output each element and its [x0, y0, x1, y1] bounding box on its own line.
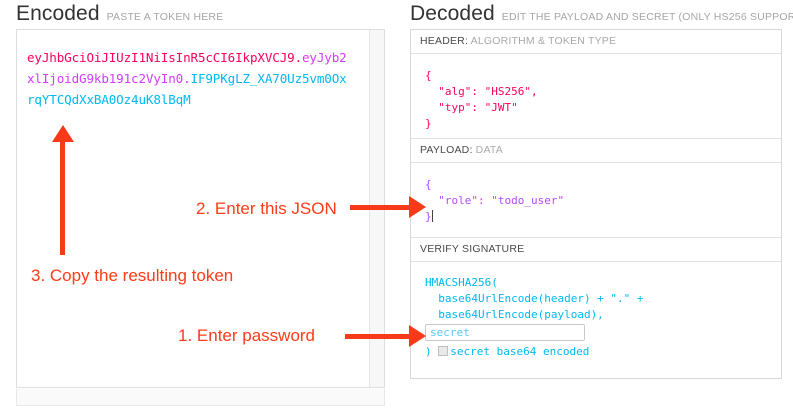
decoded-title: Decoded: [410, 2, 495, 25]
annotation-step-2: 2. Enter this JSON: [196, 199, 337, 218]
signature-section-label-key: VERIFY SIGNATURE: [420, 243, 525, 255]
header-section-label-desc: ALGORITHM & TOKEN TYPE: [468, 35, 617, 47]
encoded-subtitle: PASTE A TOKEN HERE: [106, 11, 224, 23]
token-payload-segment: eyJyb2xlIjoidG9kb191c2VyIn0: [27, 50, 347, 86]
text-caret: [431, 210, 433, 222]
close-paren: ): [425, 345, 432, 358]
hmac-line-1: HMACSHA256(: [425, 276, 498, 289]
decoded-subtitle: EDIT THE PAYLOAD AND SECRET (ONLY HS256 …: [501, 11, 793, 23]
header-section-label: HEADER: ALGORITHM & TOKEN TYPE: [411, 30, 781, 54]
annotation-step-3: 3. Copy the resulting token: [31, 266, 234, 285]
payload-section-label: PAYLOAD: DATA: [411, 138, 781, 163]
payload-json-content: { "role": "todo_user" }: [425, 178, 565, 223]
base64-encoded-checkbox[interactable]: [438, 346, 449, 356]
token-dot-separator-1: .: [294, 50, 303, 65]
secret-input-row: [425, 324, 781, 341]
signature-verify-content: HMACSHA256( base64UrlEncode(header) + ".…: [411, 262, 781, 370]
hmac-line-2: base64UrlEncode(header) + "." +: [425, 292, 644, 305]
token-header-segment: eyJhbGciOiJIUzI1NiIsInR5cCI6IkpXVCJ9: [27, 50, 295, 65]
decoded-token-panel: HEADER: ALGORITHM & TOKEN TYPE { "alg": …: [410, 29, 782, 379]
header-section-label-key: HEADER:: [420, 35, 469, 47]
annotation-arrow-3-head: [52, 125, 74, 142]
payload-section-label-desc: DATA: [472, 144, 503, 156]
base64-encoded-label: secret base64 encoded: [450, 345, 590, 358]
annotation-arrow-2-head: [409, 196, 426, 218]
encoded-title: Encoded: [16, 2, 100, 25]
base64-encoded-row: secret base64 encoded: [432, 345, 590, 358]
encoded-panel-footer: [16, 389, 385, 406]
token-signature-segment: IF9PKgLZ_XA70Uz5vm0OxrqYTCQdXxBA0Oz4uK8l…: [27, 71, 347, 107]
header-json-content: { "alg": "HS256", "typ": "JWT" }: [425, 69, 538, 130]
encoded-token-text[interactable]: eyJhbGciOiJIUzI1NiIsInR5cCI6IkpXVCJ9.eyJ…: [27, 47, 347, 110]
signature-section-label: VERIFY SIGNATURE: [411, 237, 781, 262]
annotation-arrow-1-head: [409, 325, 426, 347]
annotation-arrow-2-shaft: [350, 205, 412, 210]
token-dot-separator-2: .: [183, 71, 191, 86]
payload-section-label-key: PAYLOAD:: [420, 144, 473, 156]
annotation-step-1: 1. Enter password: [178, 326, 316, 345]
annotation-arrow-3-shaft: [60, 140, 65, 255]
annotation-arrow-1-shaft: [345, 334, 412, 339]
hmac-line-3: base64UrlEncode(payload),: [425, 308, 604, 321]
decoded-column-heading: Decoded EDIT THE PAYLOAD AND SECRET (ONLY…: [410, 2, 793, 26]
payload-json-editor[interactable]: { "role": "todo_user" }: [411, 163, 781, 237]
secret-input[interactable]: [425, 324, 585, 341]
encoded-column-heading: Encoded PASTE A TOKEN HERE: [16, 2, 223, 26]
